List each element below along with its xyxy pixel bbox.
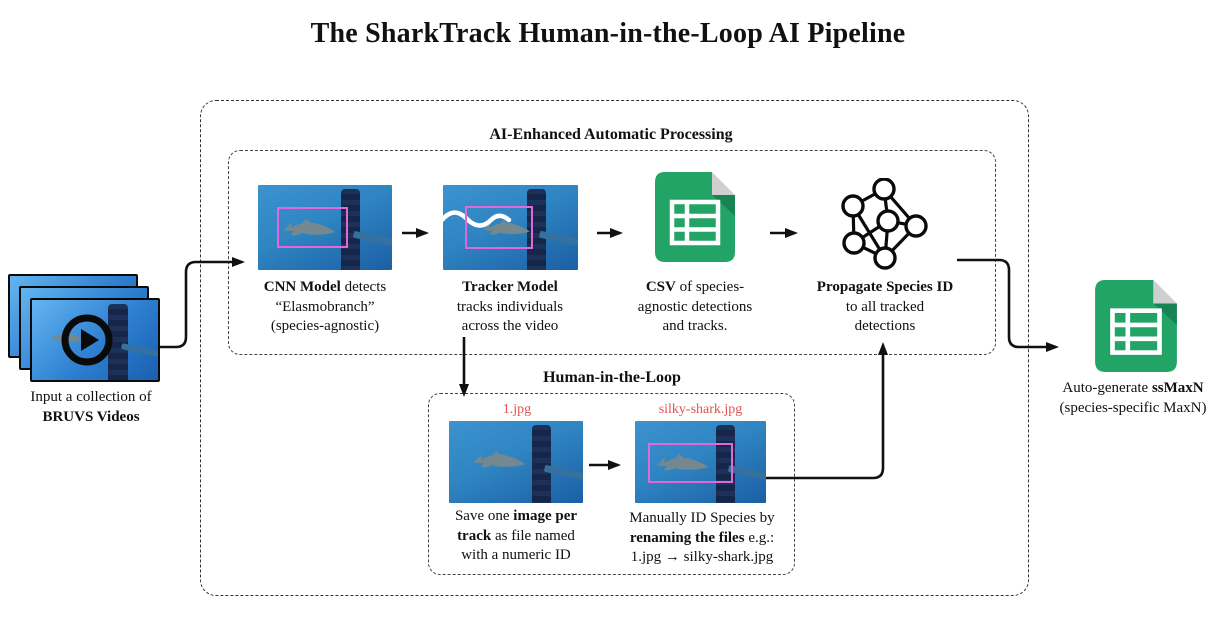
shark-silhouette [284,219,336,236]
detection-bounding-box [648,443,734,484]
propagate-caption: Propagate Species ID to all tracked dete… [800,278,970,337]
rename-step-caption: Manually ID Species by renaming the file… [613,509,791,568]
cnn-caption-line2: “Elasmobranch” [275,298,375,315]
tracker-frame [443,185,578,270]
cnn-caption-rest: detects [340,279,387,295]
rename-caption-line3: 1.jpg → silky-shark.jpg [630,549,774,565]
tracker-caption-line2: tracks individuals [456,298,564,315]
tracker-caption-line3: across the video [461,318,559,334]
save-caption-l1a: Save one [454,508,514,524]
input-caption-line2: BRUVS Videos [42,408,140,425]
propagate-caption-line3: detections [854,318,916,334]
cnn-detection-frame [258,185,392,270]
save-caption-l2b: as file named [491,527,575,544]
csv-caption-line3: and tracks. [662,318,728,334]
renamed-image-filename: silky-shark.jpg [658,402,743,417]
renamed-track-image [635,421,766,503]
spreadsheet-icon [1095,280,1177,372]
input-caption: Input a collection of BRUVS Videos [0,388,182,427]
shark-silhouette [656,454,708,471]
bruvs-pole [532,425,551,503]
output-caption-l1a: Auto-generate [1062,380,1152,396]
save-caption-l2a: track [457,527,492,544]
rename-caption-l2a: renaming the files [629,529,745,546]
human-in-the-loop-box [428,393,795,575]
save-caption-l1b: image per [513,508,578,524]
neural-network-icon [841,178,928,270]
save-caption-line3: with a numeric ID [461,547,571,563]
shark-silhouette [473,451,525,468]
propagate-caption-line2: to all tracked [845,298,925,315]
csv-caption-rest: of species- [675,279,745,295]
rename-caption-line1: Manually ID Species by [629,510,775,526]
detection-bounding-box [276,207,348,249]
save-step-caption: Save one image per track as file named w… [436,507,596,566]
video-thumbnail-front [30,298,160,382]
detection-bounding-box [464,206,534,249]
cnn-caption-bold: CNN Model [263,279,341,295]
hitl-section-label: Human-in-the-Loop [543,369,681,386]
csv-caption-line2: agnostic detections [637,298,753,315]
page-title: The SharkTrack Human-in-the-Loop AI Pipe… [310,18,906,49]
input-caption-line1: Input a collection of [30,389,152,405]
play-icon [61,314,113,366]
tracker-caption-line1: Tracker Model [462,279,558,295]
csv-caption-bold: CSV [645,279,676,295]
ai-section-label: AI-Enhanced Automatic Processing [489,126,733,143]
track-image-filename: 1.jpg [502,402,532,417]
output-caption-l1b: ssMaxN [1151,380,1204,396]
output-caption-line2: (species-specific MaxN) [1059,399,1207,416]
track-path-line [443,210,512,228]
spreadsheet-icon [655,172,735,262]
ai-processing-box [228,150,996,355]
output-caption: Auto-generate ssMaxN (species-specific M… [1050,379,1216,418]
csv-caption: CSV of species- agnostic detections and … [615,278,775,337]
bruvs-pole [107,304,128,380]
saved-track-image [449,421,583,503]
propagate-caption-line1: Propagate Species ID [816,279,954,295]
cnn-caption-line3: (species-agnostic) [270,318,380,334]
tracker-caption: Tracker Model tracks individuals across … [435,278,585,337]
rename-caption-l2b: e.g.: [744,529,775,546]
shark-silhouette [483,220,530,235]
cnn-caption: CNN Model detects “Elasmobranch” (specie… [245,278,405,337]
